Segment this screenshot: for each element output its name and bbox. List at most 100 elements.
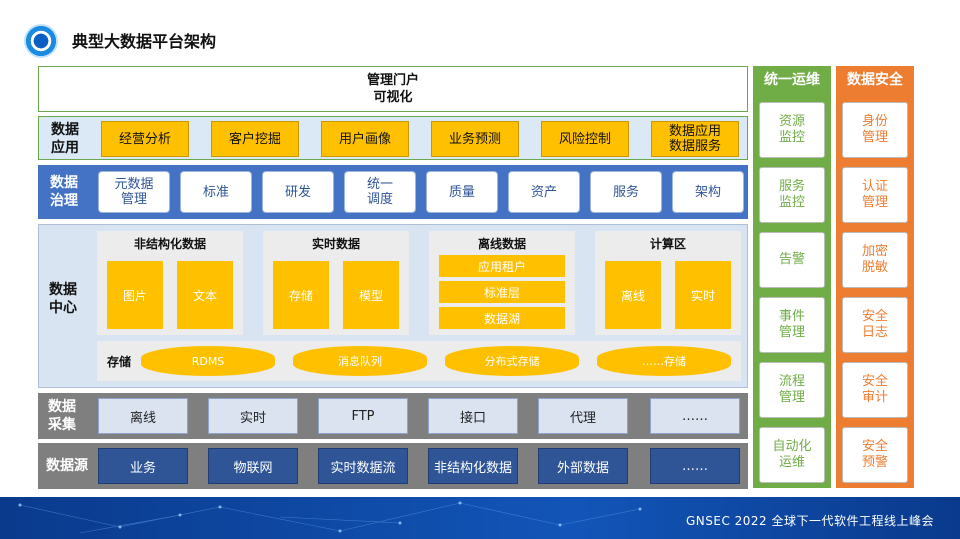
sec-item-line: 认证 bbox=[861, 179, 888, 194]
data-application-layer: 数据 应用 经营分析 客户挖掘 用户画像 业务预测 风险控制 数据应用 数据服务 bbox=[38, 116, 748, 160]
app-item: 客户挖掘 bbox=[211, 121, 299, 157]
ops-item-line: 告警 bbox=[778, 252, 805, 267]
layer-label: 数据 采集 bbox=[38, 397, 86, 435]
ops-item-line: 流程 bbox=[778, 374, 805, 389]
data-source-layer: 数据源 业务 物联网 实时数据流 非结构化数据 外部数据 …… bbox=[38, 443, 748, 489]
app-item-line: 数据应用 bbox=[668, 124, 721, 139]
card-layer: 标准层 bbox=[439, 281, 565, 303]
ops-item-line: 监控 bbox=[778, 195, 805, 210]
card-item: 存储 bbox=[273, 261, 329, 329]
gov-item-line: 调度 bbox=[366, 192, 393, 207]
ops-item-line: 事件 bbox=[778, 309, 805, 324]
label-line: 采集 bbox=[48, 417, 76, 433]
label-line: 中心 bbox=[49, 300, 77, 316]
storage-cylinder: ……存储 bbox=[597, 346, 731, 376]
sec-item-line: 审计 bbox=[861, 390, 888, 405]
collect-item: 离线 bbox=[98, 398, 188, 434]
storage-band: 存储 RDMS 消息队列 分布式存储 ……存储 bbox=[97, 341, 741, 381]
sec-item: 安全预警 bbox=[842, 427, 908, 483]
gov-item-line: 标准 bbox=[202, 184, 229, 200]
card-title: 离线数据 bbox=[477, 236, 526, 251]
sec-item-line: 身份 bbox=[861, 114, 888, 129]
unstructured-data-card: 非结构化数据 图片 文本 bbox=[97, 231, 243, 335]
offline-data-card: 离线数据 应用租户 标准层 数据湖 bbox=[429, 231, 575, 335]
card-item: 离线 bbox=[605, 261, 661, 329]
gov-item: 研发 bbox=[262, 171, 334, 213]
gov-item-line: 资产 bbox=[530, 184, 557, 200]
label-line: 数据 bbox=[51, 122, 79, 138]
collect-item: 接口 bbox=[428, 398, 518, 434]
sec-item-line: 安全 bbox=[861, 439, 888, 454]
sec-item-line: 加密 bbox=[861, 244, 888, 259]
storage-cylinder: RDMS bbox=[141, 346, 275, 376]
gov-item: 资产 bbox=[508, 171, 580, 213]
sec-item-line: 安全 bbox=[861, 374, 888, 389]
column-title: 统一运维 bbox=[764, 72, 820, 88]
gov-item-line: 架构 bbox=[694, 184, 721, 200]
storage-cylinder: 消息队列 bbox=[293, 346, 427, 376]
label-line: 应用 bbox=[51, 140, 79, 156]
sec-item-line: 脱敏 bbox=[861, 260, 888, 275]
layer-label: 数据 中心 bbox=[39, 279, 87, 319]
app-item-data-service: 数据应用 数据服务 bbox=[651, 121, 739, 157]
label-line: 数据 bbox=[48, 399, 76, 415]
ops-item: 资源监控 bbox=[759, 102, 825, 158]
sec-item: 安全日志 bbox=[842, 297, 908, 353]
ops-item-line: 服务 bbox=[778, 179, 805, 194]
gov-item-line: 服务 bbox=[612, 184, 639, 200]
sec-item-line: 日志 bbox=[861, 325, 888, 340]
collect-item: FTP bbox=[318, 398, 408, 434]
compute-zone-card: 计算区 离线 实时 bbox=[595, 231, 741, 335]
card-item: 模型 bbox=[343, 261, 399, 329]
label-line: 治理 bbox=[50, 193, 78, 209]
ops-item-line: 自动化 bbox=[772, 439, 812, 454]
source-item: …… bbox=[650, 448, 740, 484]
storage-cylinder: 分布式存储 bbox=[445, 346, 579, 376]
app-item: 风险控制 bbox=[541, 121, 629, 157]
data-center-layer: 数据 中心 非结构化数据 图片 文本 实时数据 存储 模型 离线数据 应用租户 … bbox=[38, 224, 748, 388]
management-portal: 管理门户 可视化 bbox=[38, 66, 748, 112]
gov-item-line: 质量 bbox=[448, 184, 475, 200]
sec-item: 安全审计 bbox=[842, 362, 908, 418]
source-item: 外部数据 bbox=[538, 448, 628, 484]
ops-item: 服务监控 bbox=[759, 167, 825, 223]
sec-item-line: 管理 bbox=[861, 130, 888, 145]
app-item: 经营分析 bbox=[101, 121, 189, 157]
column-title: 数据安全 bbox=[847, 72, 903, 88]
realtime-data-card: 实时数据 存储 模型 bbox=[263, 231, 409, 335]
layer-label: 数据源 bbox=[46, 458, 88, 474]
page-title: 典型大数据平台架构 bbox=[72, 32, 217, 51]
layer-label: 数据 治理 bbox=[38, 173, 90, 211]
gov-item-line: 管理 bbox=[120, 192, 147, 207]
ops-item: 告警 bbox=[759, 232, 825, 288]
collect-item: 代理 bbox=[538, 398, 628, 434]
ops-item: 自动化运维 bbox=[759, 427, 825, 483]
ops-item: 流程管理 bbox=[759, 362, 825, 418]
ops-item-line: 监控 bbox=[778, 130, 805, 145]
source-item: 物联网 bbox=[208, 448, 298, 484]
data-security-column: 数据安全 身份管理 认证管理 加密脱敏 安全日志 安全审计 安全预警 bbox=[836, 66, 914, 488]
gov-item-line: 研发 bbox=[284, 184, 311, 200]
sec-item: 身份管理 bbox=[842, 102, 908, 158]
portal-line1: 管理门户 bbox=[366, 73, 419, 88]
gov-item-line: 统一 bbox=[366, 177, 393, 192]
card-layer: 应用租户 bbox=[439, 255, 565, 277]
layer-label: 数据 应用 bbox=[39, 121, 91, 157]
portal-line2: 可视化 bbox=[373, 90, 413, 105]
sec-item-line: 安全 bbox=[861, 309, 888, 324]
logo-icon bbox=[24, 24, 58, 58]
unified-ops-column: 统一运维 资源监控 服务监控 告警 事件管理 流程管理 自动化运维 bbox=[753, 66, 831, 488]
card-item: 图片 bbox=[107, 261, 163, 329]
data-governance-layer: 数据 治理 元数据管理 标准 研发 统一调度 质量 资产 服务 架构 bbox=[38, 165, 748, 219]
ops-item-line: 运维 bbox=[778, 455, 805, 470]
network-pattern bbox=[18, 501, 642, 534]
footer-text: GNSEC 2022 全球下一代软件工程线上峰会 bbox=[685, 514, 934, 528]
data-collection-layer: 数据 采集 离线 实时 FTP 接口 代理 …… bbox=[38, 393, 748, 439]
ops-item-line: 资源 bbox=[778, 114, 805, 129]
sec-item-line: 管理 bbox=[861, 195, 888, 210]
gov-item: 质量 bbox=[426, 171, 498, 213]
source-item: 业务 bbox=[98, 448, 188, 484]
sec-item-line: 预警 bbox=[861, 455, 888, 470]
card-layer: 数据湖 bbox=[439, 307, 565, 329]
collect-item: …… bbox=[650, 398, 740, 434]
